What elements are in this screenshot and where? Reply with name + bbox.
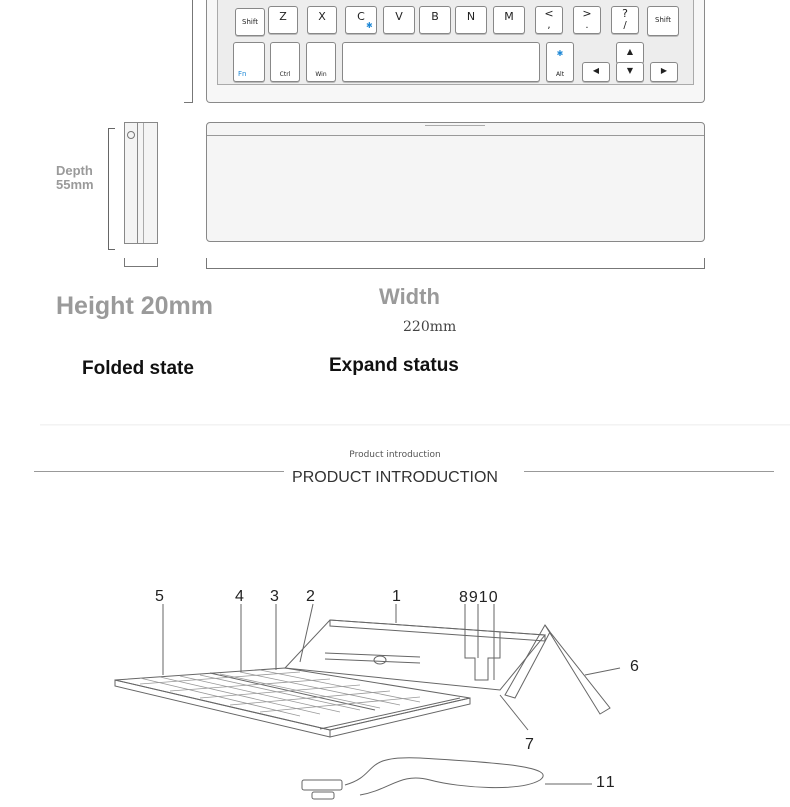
b-key[interactable]: B [419, 6, 451, 34]
m-key[interactable]: M [493, 6, 525, 34]
slash-key[interactable]: ?/ [611, 6, 639, 34]
callout-3: 3 [270, 588, 279, 605]
n-key[interactable]: N [455, 6, 487, 34]
callout-8910: 8910 [459, 589, 499, 606]
folded-state-caption: Folded state [82, 358, 194, 379]
usb-a-plug [301, 779, 343, 791]
width-dimension-line [206, 258, 705, 269]
callout-6: 6 [630, 658, 639, 675]
v-key[interactable]: V [383, 6, 415, 34]
arrow-down-key[interactable]: ▼ [616, 62, 644, 82]
arrow-left-key[interactable]: ◀ [582, 62, 610, 82]
expand-status-caption: Expand status [329, 355, 459, 376]
usb-cable [344, 757, 544, 796]
bluetooth-icon: ✱ [366, 21, 373, 30]
expanded-keyboard-front [206, 122, 705, 242]
shift-left-key[interactable]: Shift [235, 8, 265, 36]
win-key[interactable]: Win [306, 42, 336, 82]
ctrl-key[interactable]: Ctrl [270, 42, 300, 82]
callout-4: 4 [235, 588, 244, 605]
arrow-right-key[interactable]: ▶ [650, 62, 678, 82]
x-key[interactable]: X [307, 6, 337, 34]
z-key[interactable]: Z [268, 6, 298, 34]
callout-5: 5 [155, 588, 164, 605]
keyboard-base-side [329, 697, 471, 738]
alt-key[interactable]: ✱Alt [546, 42, 574, 82]
intro-rule-right [524, 471, 774, 472]
product-diagram [114, 603, 621, 800]
usb-c-plug [311, 791, 335, 800]
bluetooth-icon: ✱ [556, 49, 564, 58]
shift-right-key[interactable]: Shift [647, 6, 679, 36]
depth-label: Depth 55mm [56, 163, 94, 192]
arrow-up-key[interactable]: ▲ [616, 42, 644, 64]
width-label: Width [379, 284, 440, 309]
callout-2: 2 [306, 588, 315, 605]
period-key[interactable]: >. [573, 6, 601, 34]
depth-dimension-line [108, 128, 115, 250]
intro-rule-left [34, 471, 284, 472]
intro-title: PRODUCT INTRODUCTION [292, 469, 498, 486]
intro-small-label: Product introduction [349, 450, 441, 460]
section-shadow [40, 424, 790, 426]
c-key[interactable]: C✱ [345, 6, 377, 34]
callout-11: 11 [596, 774, 617, 791]
height-dimension-line [184, 0, 193, 103]
space-key[interactable] [342, 42, 540, 82]
callout-7: 7 [525, 736, 534, 753]
callout-1: 1 [392, 588, 401, 605]
folded-keyboard-side [124, 122, 158, 244]
comma-key[interactable]: <, [535, 6, 563, 34]
width-value: 220mm [403, 319, 457, 335]
folded-width-line [124, 258, 158, 267]
height-label: Height 20mm [56, 292, 213, 320]
side-leg [544, 624, 611, 715]
fn-key[interactable]: Fn [233, 42, 265, 82]
